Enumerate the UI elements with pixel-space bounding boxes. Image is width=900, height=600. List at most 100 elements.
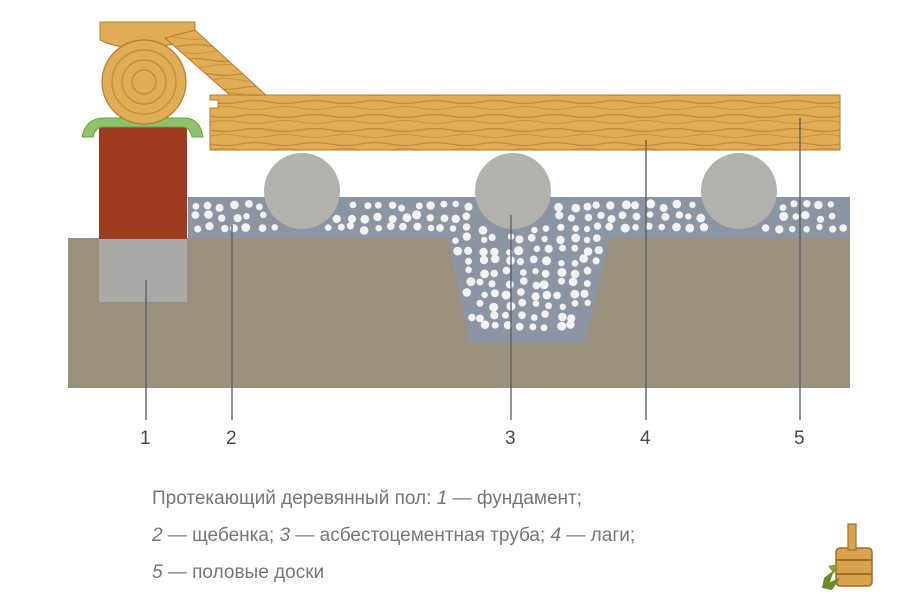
label-3: 3 xyxy=(505,428,516,449)
gravel-stone xyxy=(583,202,592,211)
gravel-stone xyxy=(453,246,463,256)
gravel-stone xyxy=(570,289,580,299)
gravel-stone xyxy=(541,310,549,318)
gravel-stone xyxy=(803,200,811,208)
gravel-stone xyxy=(828,212,836,220)
gravel-stone xyxy=(374,201,382,209)
gravel-stone xyxy=(571,244,579,252)
gravel-dots xyxy=(191,199,847,332)
gravel-stone xyxy=(364,202,372,210)
gravel-stone xyxy=(571,233,581,243)
gravel-stone xyxy=(532,268,539,275)
gravel-stone xyxy=(427,224,435,232)
foundation-base xyxy=(99,238,187,302)
gravel-stone xyxy=(476,299,484,307)
gravel-stone xyxy=(452,200,460,208)
gravel-stone xyxy=(592,201,600,209)
gravel-stone xyxy=(468,313,476,322)
gravel-stone xyxy=(829,225,837,233)
gravel-stone xyxy=(558,260,565,267)
gravel-stone xyxy=(620,223,630,233)
gravel-stone xyxy=(779,204,787,212)
gravel-stone xyxy=(260,211,267,219)
gravel-stone xyxy=(489,302,499,312)
gravel-stone xyxy=(792,213,800,220)
gravel-stone xyxy=(373,212,382,222)
gravel-stone xyxy=(814,200,823,210)
gravel-stone xyxy=(399,222,407,231)
gravel-stone xyxy=(592,257,600,265)
gravel-stone xyxy=(398,204,405,212)
gravel-stone xyxy=(426,201,435,210)
gravel-stone xyxy=(542,290,552,300)
gravel-stone xyxy=(567,314,576,323)
gravel-stone xyxy=(696,213,706,223)
gravel-stone xyxy=(462,288,472,297)
gravel-stone xyxy=(675,211,684,219)
gravel-stone xyxy=(359,226,369,235)
gravel-stone xyxy=(584,299,591,306)
gravel-stone xyxy=(580,289,589,298)
gravel-stone xyxy=(501,290,511,300)
label-1: 1 xyxy=(140,428,151,449)
gravel-stone xyxy=(790,200,798,208)
gravel-stone xyxy=(230,224,238,233)
gravel-stone xyxy=(480,269,489,279)
gravel-stone xyxy=(583,247,593,256)
gravel-stone xyxy=(646,211,654,218)
gravel-stone xyxy=(558,277,565,285)
gravel-stone xyxy=(452,237,459,244)
gravel-stone xyxy=(788,225,796,233)
caption-line-3: 5 — половые доски xyxy=(152,562,325,583)
gravel-stone xyxy=(556,235,565,245)
gravel-stone xyxy=(519,277,528,285)
gravel-stone xyxy=(440,214,449,223)
gravel-stone xyxy=(606,201,615,210)
gravel-stone xyxy=(324,224,332,231)
gravel-stone xyxy=(607,215,616,223)
gravel-stone xyxy=(532,300,540,307)
gravel-stone xyxy=(533,245,541,253)
gravel-stone xyxy=(839,224,847,232)
gravel-stone xyxy=(545,302,552,310)
gravel-stone xyxy=(631,201,639,210)
gravel-stone xyxy=(544,244,553,253)
gravel-stone xyxy=(514,246,524,256)
gravel-stone xyxy=(672,199,682,209)
gravel-stone xyxy=(621,200,631,210)
gravel-stone xyxy=(518,311,526,320)
gravel-stone xyxy=(566,320,575,329)
gravel-stone xyxy=(827,201,834,208)
gravel-stone xyxy=(241,223,251,232)
gravel-stone xyxy=(476,314,484,323)
gravel-stone xyxy=(568,277,578,287)
gravel-stone xyxy=(221,224,229,233)
gravel-stone xyxy=(515,235,524,244)
leader-lines xyxy=(145,118,801,420)
gravel-stone xyxy=(515,322,524,331)
label-2: 2 xyxy=(226,428,237,449)
wall-log xyxy=(101,39,187,125)
gravel-stone xyxy=(481,291,488,298)
gravel-stone xyxy=(583,280,591,288)
gravel-stone xyxy=(583,236,591,244)
gravel-stone xyxy=(517,288,525,296)
gravel-stone xyxy=(632,212,641,221)
caption-line-1: Протекающий деревянный пол: 1 — фундамен… xyxy=(152,488,582,509)
gravel-stone xyxy=(271,224,279,231)
gravel-stone xyxy=(570,269,580,279)
gravel-stone xyxy=(203,201,212,210)
gravel-stone xyxy=(779,211,789,221)
gravel-stone xyxy=(775,225,784,234)
gravel-stone xyxy=(803,226,810,233)
gravel-stone xyxy=(572,225,580,232)
gravel-stone xyxy=(672,222,681,232)
gravel-stone xyxy=(466,277,476,287)
gravel-stone xyxy=(699,223,709,232)
gravel-stone xyxy=(440,200,448,208)
gravel-stone xyxy=(505,280,514,289)
gravel-stone xyxy=(488,233,496,241)
gravel-stone xyxy=(571,260,579,267)
gravel-stone xyxy=(349,201,357,209)
